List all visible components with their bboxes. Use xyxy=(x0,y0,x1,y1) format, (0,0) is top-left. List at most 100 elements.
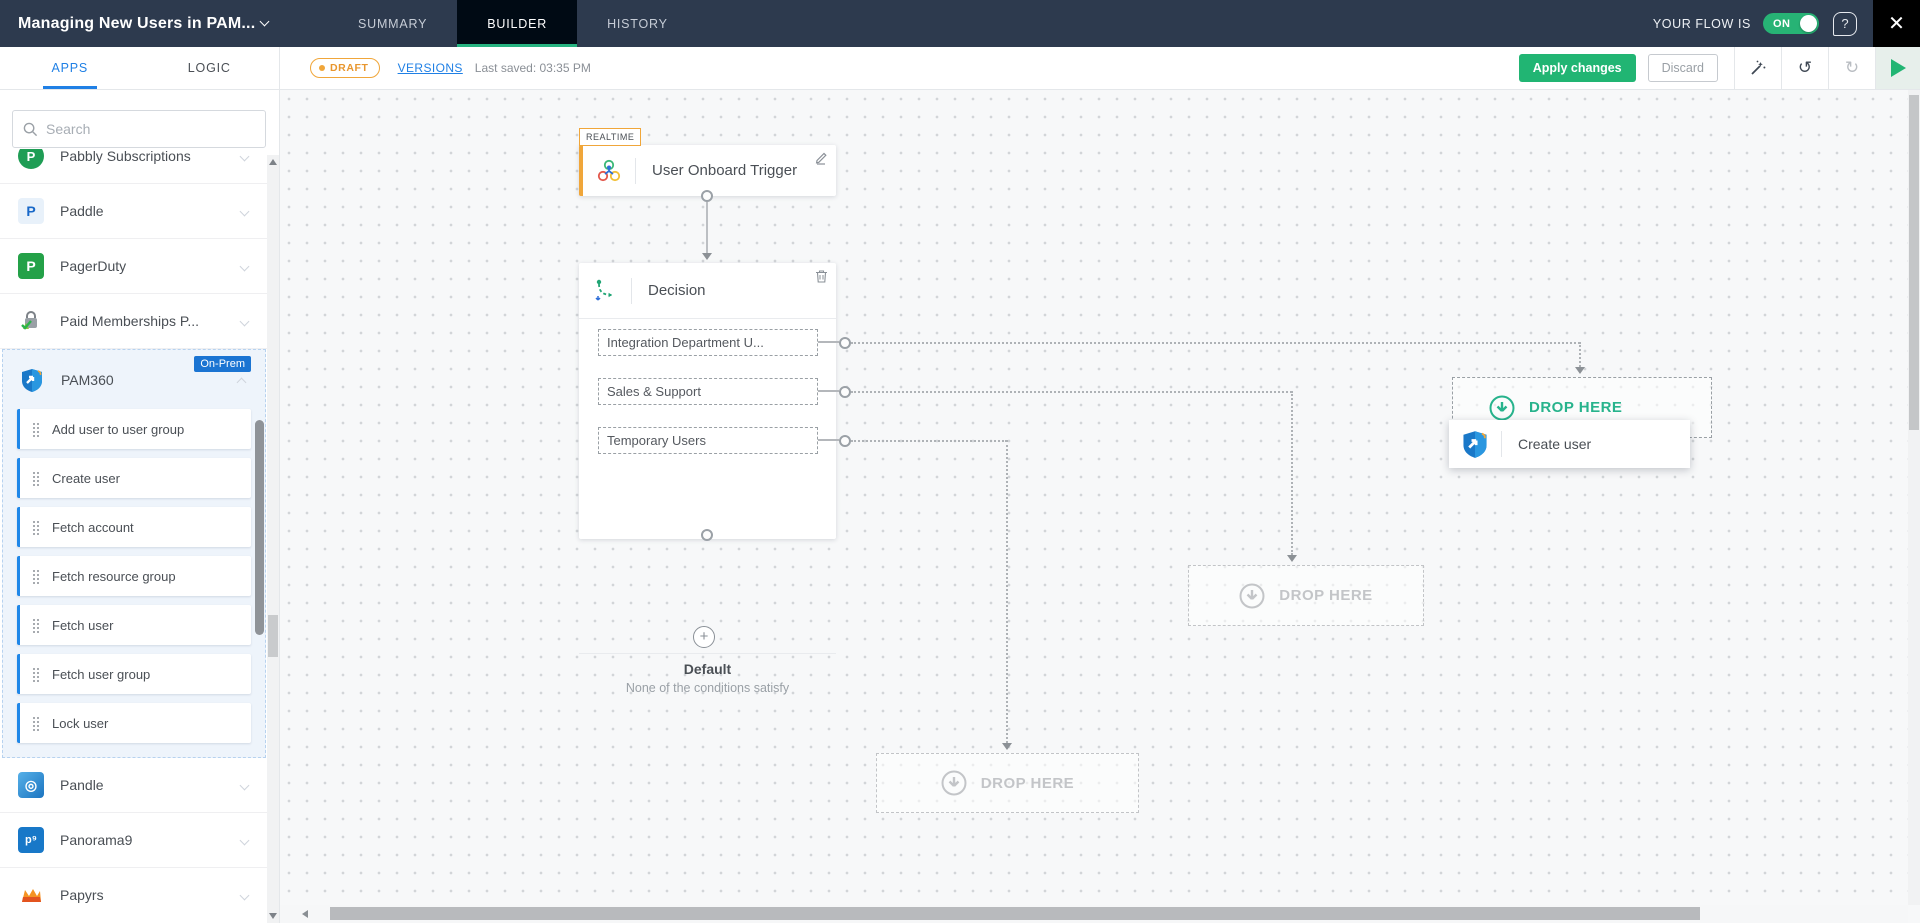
action-fetch-resource-group[interactable]: Fetch resource group xyxy=(17,556,251,596)
drag-handle-icon xyxy=(32,666,40,682)
app-row-pam360[interactable]: PAM360 xyxy=(3,350,265,400)
apps-sidebar: P Pabbly Subscriptions P Paddle P PagerD… xyxy=(0,90,280,923)
discard-button[interactable]: Discard xyxy=(1647,54,1718,82)
sidebar-scrollbar[interactable] xyxy=(267,155,279,923)
drag-node-label: Create user xyxy=(1518,436,1592,452)
app-row-pagerduty[interactable]: P PagerDuty xyxy=(0,239,268,294)
help-icon[interactable]: ? xyxy=(1833,11,1857,36)
action-create-user[interactable]: Create user xyxy=(17,458,251,498)
action-fetch-account[interactable]: Fetch account xyxy=(17,507,251,547)
magic-wand-icon[interactable] xyxy=(1735,47,1781,89)
toggle-knob xyxy=(1800,15,1817,32)
trigger-output-port[interactable] xyxy=(701,190,713,202)
redo-icon[interactable]: ↻ xyxy=(1844,58,1860,77)
arrowhead-icon xyxy=(1287,555,1297,562)
create-user-drag-node[interactable]: Create user xyxy=(1449,420,1690,468)
search-input[interactable] xyxy=(46,121,255,137)
flow-title-dropdown[interactable]: Managing New Users in PAM... xyxy=(0,0,280,47)
paddle-icon: P xyxy=(18,198,44,224)
scroll-left-icon[interactable] xyxy=(302,910,308,918)
action-fetch-user-group[interactable]: Fetch user group xyxy=(17,654,251,694)
branch-temporary-users[interactable]: Temporary Users xyxy=(598,427,818,454)
sidebar-scroll-thumb[interactable] xyxy=(268,615,278,657)
drop-here-icon xyxy=(1489,395,1515,421)
horizontal-scroll-thumb[interactable] xyxy=(330,907,1700,920)
chevron-down-icon xyxy=(239,261,250,271)
drag-handle-icon xyxy=(32,519,40,535)
vertical-scroll-thumb[interactable] xyxy=(1909,95,1919,430)
chevron-down-icon xyxy=(239,206,250,216)
action-add-user-to-user-group[interactable]: Add user to user group xyxy=(17,409,251,449)
chevron-down-icon xyxy=(239,316,250,326)
app-row-papyrs[interactable]: Papyrs xyxy=(0,868,268,905)
default-port[interactable] xyxy=(701,529,713,541)
realtime-tag: REALTIME xyxy=(579,128,642,146)
branch3-port[interactable] xyxy=(839,435,851,447)
draft-label: DRAFT xyxy=(330,62,369,74)
drag-handle-icon xyxy=(32,617,40,633)
last-saved-text: Last saved: 03:35 PM xyxy=(474,61,591,75)
test-run-button[interactable] xyxy=(1876,47,1920,89)
app-row-paddle[interactable]: P Paddle xyxy=(0,184,268,239)
actions-scroll-thumb[interactable] xyxy=(255,420,264,635)
connector-branch1 xyxy=(1579,342,1581,367)
decision-icon xyxy=(579,278,631,304)
chevron-down-icon xyxy=(239,835,250,845)
pagerduty-icon: P xyxy=(18,253,44,279)
connector-trigger-decision xyxy=(706,202,708,254)
app-row-paid-memberships[interactable]: Paid Memberships P... xyxy=(0,294,268,349)
branch-integration-department[interactable]: Integration Department U... xyxy=(598,329,818,356)
arrowhead-icon xyxy=(702,253,712,260)
app-row-pandle[interactable]: ◎ Pandle xyxy=(0,758,268,813)
paid-memberships-icon xyxy=(18,308,44,334)
undo-icon[interactable]: ↺ xyxy=(1797,58,1813,77)
connector-branch3 xyxy=(851,440,1007,442)
branch2-port[interactable] xyxy=(839,386,851,398)
pam360-icon xyxy=(19,367,45,393)
draft-dot-icon xyxy=(319,65,325,71)
header-tabs: SUMMARY BUILDER HISTORY xyxy=(328,0,698,47)
arrowhead-icon xyxy=(1002,743,1012,750)
pam360-icon xyxy=(1449,429,1501,459)
drop-zone-bottom[interactable]: DROP HERE xyxy=(876,753,1139,813)
trigger-node[interactable]: User Onboard Trigger xyxy=(579,145,836,196)
tab-logic[interactable]: LOGIC xyxy=(187,61,231,75)
canvas-vertical-scrollbar[interactable] xyxy=(1908,90,1920,905)
trigger-label: User Onboard Trigger xyxy=(652,162,798,179)
close-icon[interactable]: ✕ xyxy=(1873,0,1920,47)
play-icon xyxy=(1890,59,1906,77)
branch-sales-support[interactable]: Sales & Support xyxy=(598,378,818,405)
apply-changes-button[interactable]: Apply changes xyxy=(1518,54,1636,82)
top-header: Managing New Users in PAM... SUMMARY BUI… xyxy=(0,0,1920,47)
trigger-icon xyxy=(583,158,635,184)
action-fetch-user[interactable]: Fetch user xyxy=(17,605,251,645)
drop-zone-middle[interactable]: DROP HERE xyxy=(1188,565,1424,626)
edit-pencil-icon[interactable] xyxy=(814,151,828,165)
apps-list: P Pabbly Subscriptions P Paddle P PagerD… xyxy=(0,149,268,905)
canvas-horizontal-scrollbar[interactable] xyxy=(280,905,1908,923)
add-branch-button[interactable]: + xyxy=(693,626,715,648)
tab-summary[interactable]: SUMMARY xyxy=(358,16,428,31)
sidebar-tabs: APPS LOGIC xyxy=(0,47,280,89)
chevron-down-icon xyxy=(239,151,250,161)
search-box xyxy=(12,110,266,148)
tab-apps[interactable]: APPS xyxy=(0,47,140,89)
pandle-icon: ◎ xyxy=(18,772,44,798)
flow-on-toggle[interactable]: ON xyxy=(1763,13,1819,34)
pabbly-icon: P xyxy=(18,149,44,169)
action-lock-user[interactable]: Lock user xyxy=(17,703,251,743)
app-row-panorama9[interactable]: p⁹ Panorama9 xyxy=(0,813,268,868)
app-row-pabbly[interactable]: P Pabbly Subscriptions xyxy=(0,149,268,184)
decision-node[interactable]: Decision Integration Department U... Sal… xyxy=(579,263,839,695)
search-icon xyxy=(23,122,38,136)
scroll-down-icon[interactable] xyxy=(269,913,277,919)
scroll-up-icon[interactable] xyxy=(269,159,277,165)
branch1-port[interactable] xyxy=(839,337,851,349)
tab-builder[interactable]: BUILDER xyxy=(457,0,578,47)
trash-icon[interactable] xyxy=(815,269,828,283)
flow-canvas[interactable]: REALTIME User Onboard Trigger Decision I… xyxy=(280,90,1908,905)
versions-link[interactable]: VERSIONS xyxy=(397,61,463,75)
tab-history[interactable]: HISTORY xyxy=(607,16,668,31)
sub-toolbar: APPS LOGIC DRAFT VERSIONS Last saved: 03… xyxy=(0,47,1920,90)
flow-status-label: YOUR FLOW IS xyxy=(1652,16,1751,31)
